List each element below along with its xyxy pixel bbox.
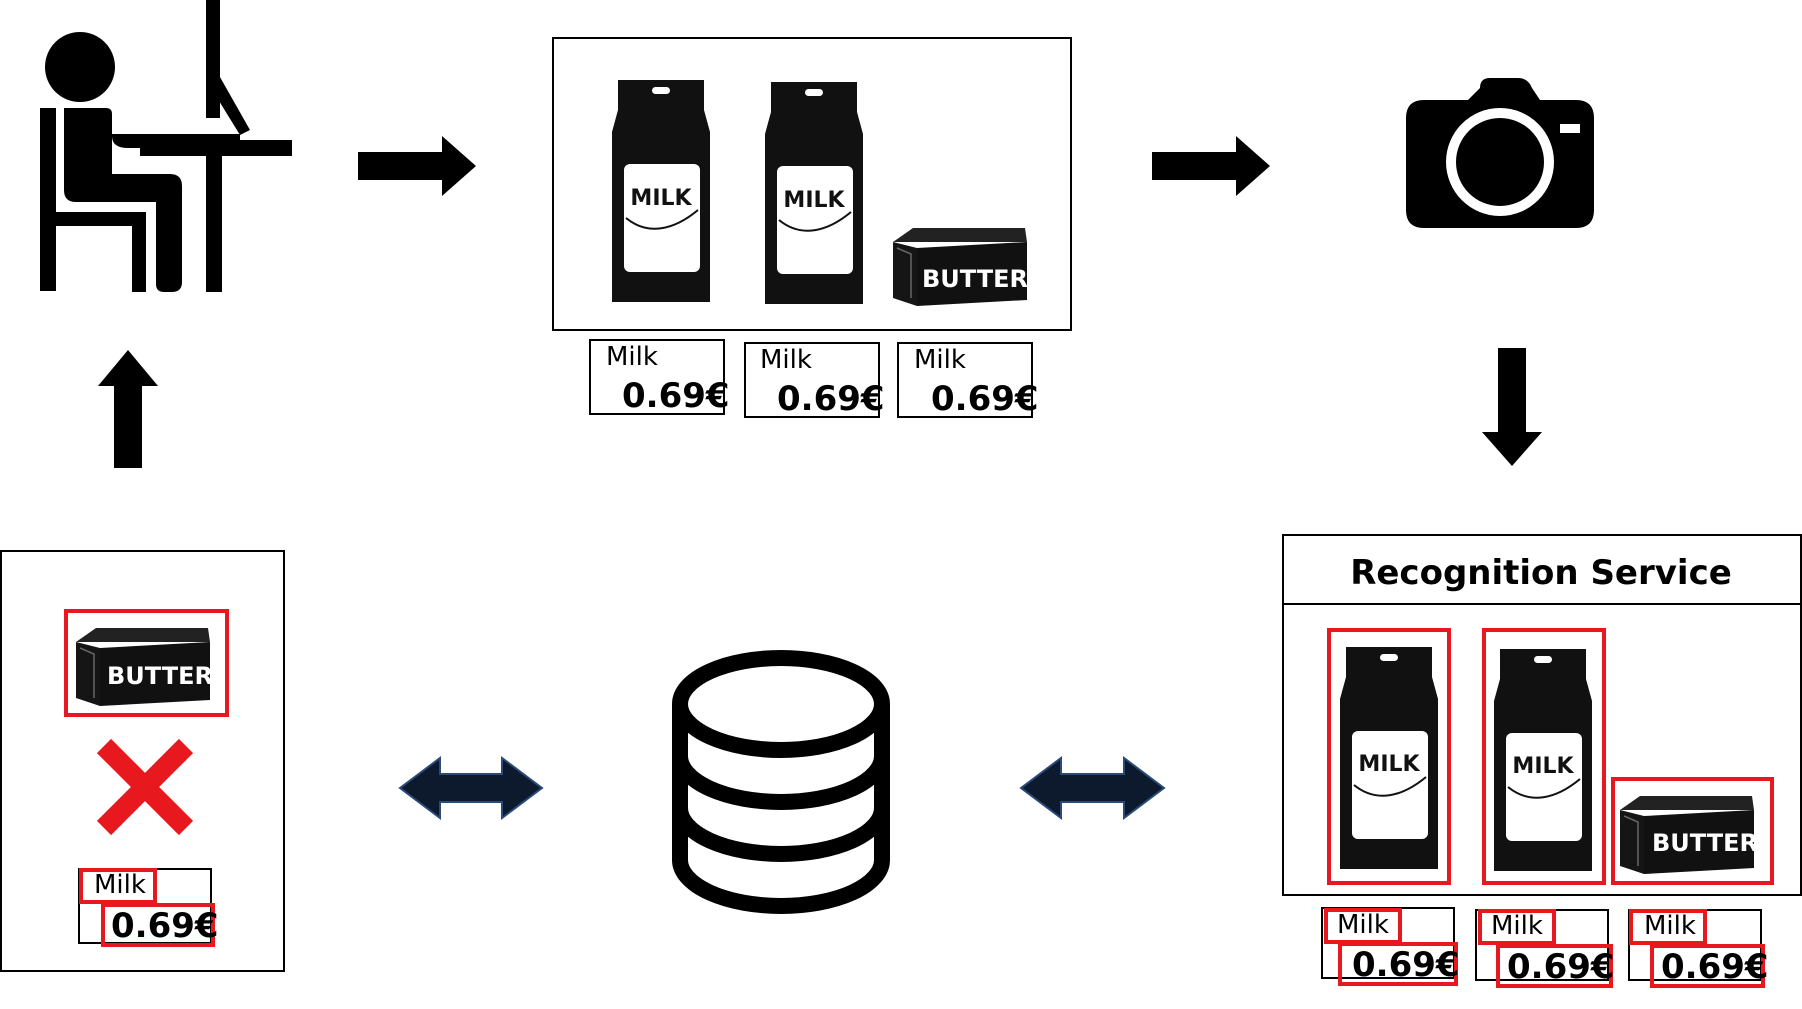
database-icon — [672, 650, 890, 914]
detected-milk-2: MILK — [1482, 628, 1606, 885]
svg-text:0.69€: 0.69€ — [1661, 947, 1769, 987]
flagged-butter: BUTTER — [64, 609, 229, 717]
detection-box — [1478, 909, 1556, 945]
butter-box: BUTTER — [892, 227, 1028, 307]
svg-text:BUTTER: BUTTER — [107, 662, 213, 690]
price-tag: Milk 0.69€ — [589, 339, 730, 416]
double-arrow-right — [1019, 756, 1166, 820]
recognition-service-panel: Recognition Service MILK MILK BUTTER — [1282, 534, 1802, 896]
double-arrow-left — [398, 756, 544, 820]
detection-box — [64, 609, 229, 717]
arrow-right-1 — [358, 136, 476, 196]
arrow-down — [1482, 348, 1542, 466]
svg-text:Milk: Milk — [1491, 911, 1543, 941]
price-tag: Milk 0.69€ — [744, 342, 885, 419]
svg-text:0.69€: 0.69€ — [777, 379, 885, 419]
camera-icon — [1406, 78, 1594, 228]
detection-box — [1338, 942, 1458, 986]
arrow-right-2 — [1152, 136, 1270, 196]
milk-label: MILK — [783, 188, 845, 213]
person-at-computer-icon — [40, 0, 292, 292]
milk-carton-2: MILK — [764, 81, 864, 305]
svg-text:MILK: MILK — [1512, 754, 1574, 779]
svg-text:MILK: MILK — [1358, 752, 1420, 777]
svg-text:Milk: Milk — [1644, 911, 1696, 941]
svg-text:0.69€: 0.69€ — [1507, 947, 1615, 987]
milk-carton-1: MILK — [611, 79, 711, 303]
svg-text:BUTTER: BUTTER — [1652, 829, 1758, 857]
svg-text:0.69€: 0.69€ — [111, 906, 219, 946]
milk-label: MILK — [630, 186, 692, 211]
price-tag: Milk 0.69€ — [1628, 909, 1769, 988]
panel-title: Recognition Service — [1350, 553, 1732, 593]
detection-box — [79, 868, 157, 904]
svg-text:0.69€: 0.69€ — [622, 376, 730, 416]
shelf-panel: MILK MILK BUTTER — [552, 37, 1072, 331]
price-tag: Milk 0.69€ — [1321, 907, 1460, 986]
price-tag: Milk 0.69€ — [1475, 909, 1615, 988]
svg-text:Milk: Milk — [94, 870, 146, 900]
result-panel: BUTTER Milk 0.69€ — [0, 550, 285, 972]
detection-box — [1327, 628, 1451, 885]
svg-text:Milk: Milk — [760, 345, 812, 375]
butter-label: BUTTER — [922, 265, 1028, 293]
detection-box — [1482, 628, 1606, 885]
svg-text:0.69€: 0.69€ — [931, 379, 1039, 419]
detected-butter: BUTTER — [1611, 777, 1774, 885]
price-tag: Milk 0.69€ — [897, 342, 1039, 419]
detection-box — [1629, 909, 1707, 945]
detection-box — [101, 903, 215, 947]
detected-milk-1: MILK — [1327, 628, 1451, 885]
svg-text:Milk: Milk — [1337, 910, 1389, 940]
svg-text:Milk: Milk — [606, 342, 658, 372]
svg-text:0.69€: 0.69€ — [1352, 945, 1460, 985]
svg-text:Milk: Milk — [914, 345, 966, 375]
detection-box — [1611, 777, 1774, 885]
mismatch-cross-icon — [96, 738, 194, 836]
arrow-up — [98, 350, 158, 468]
detection-box — [1496, 944, 1613, 988]
detection-box — [1650, 944, 1765, 988]
price-tag: Milk 0.69€ — [78, 868, 219, 947]
